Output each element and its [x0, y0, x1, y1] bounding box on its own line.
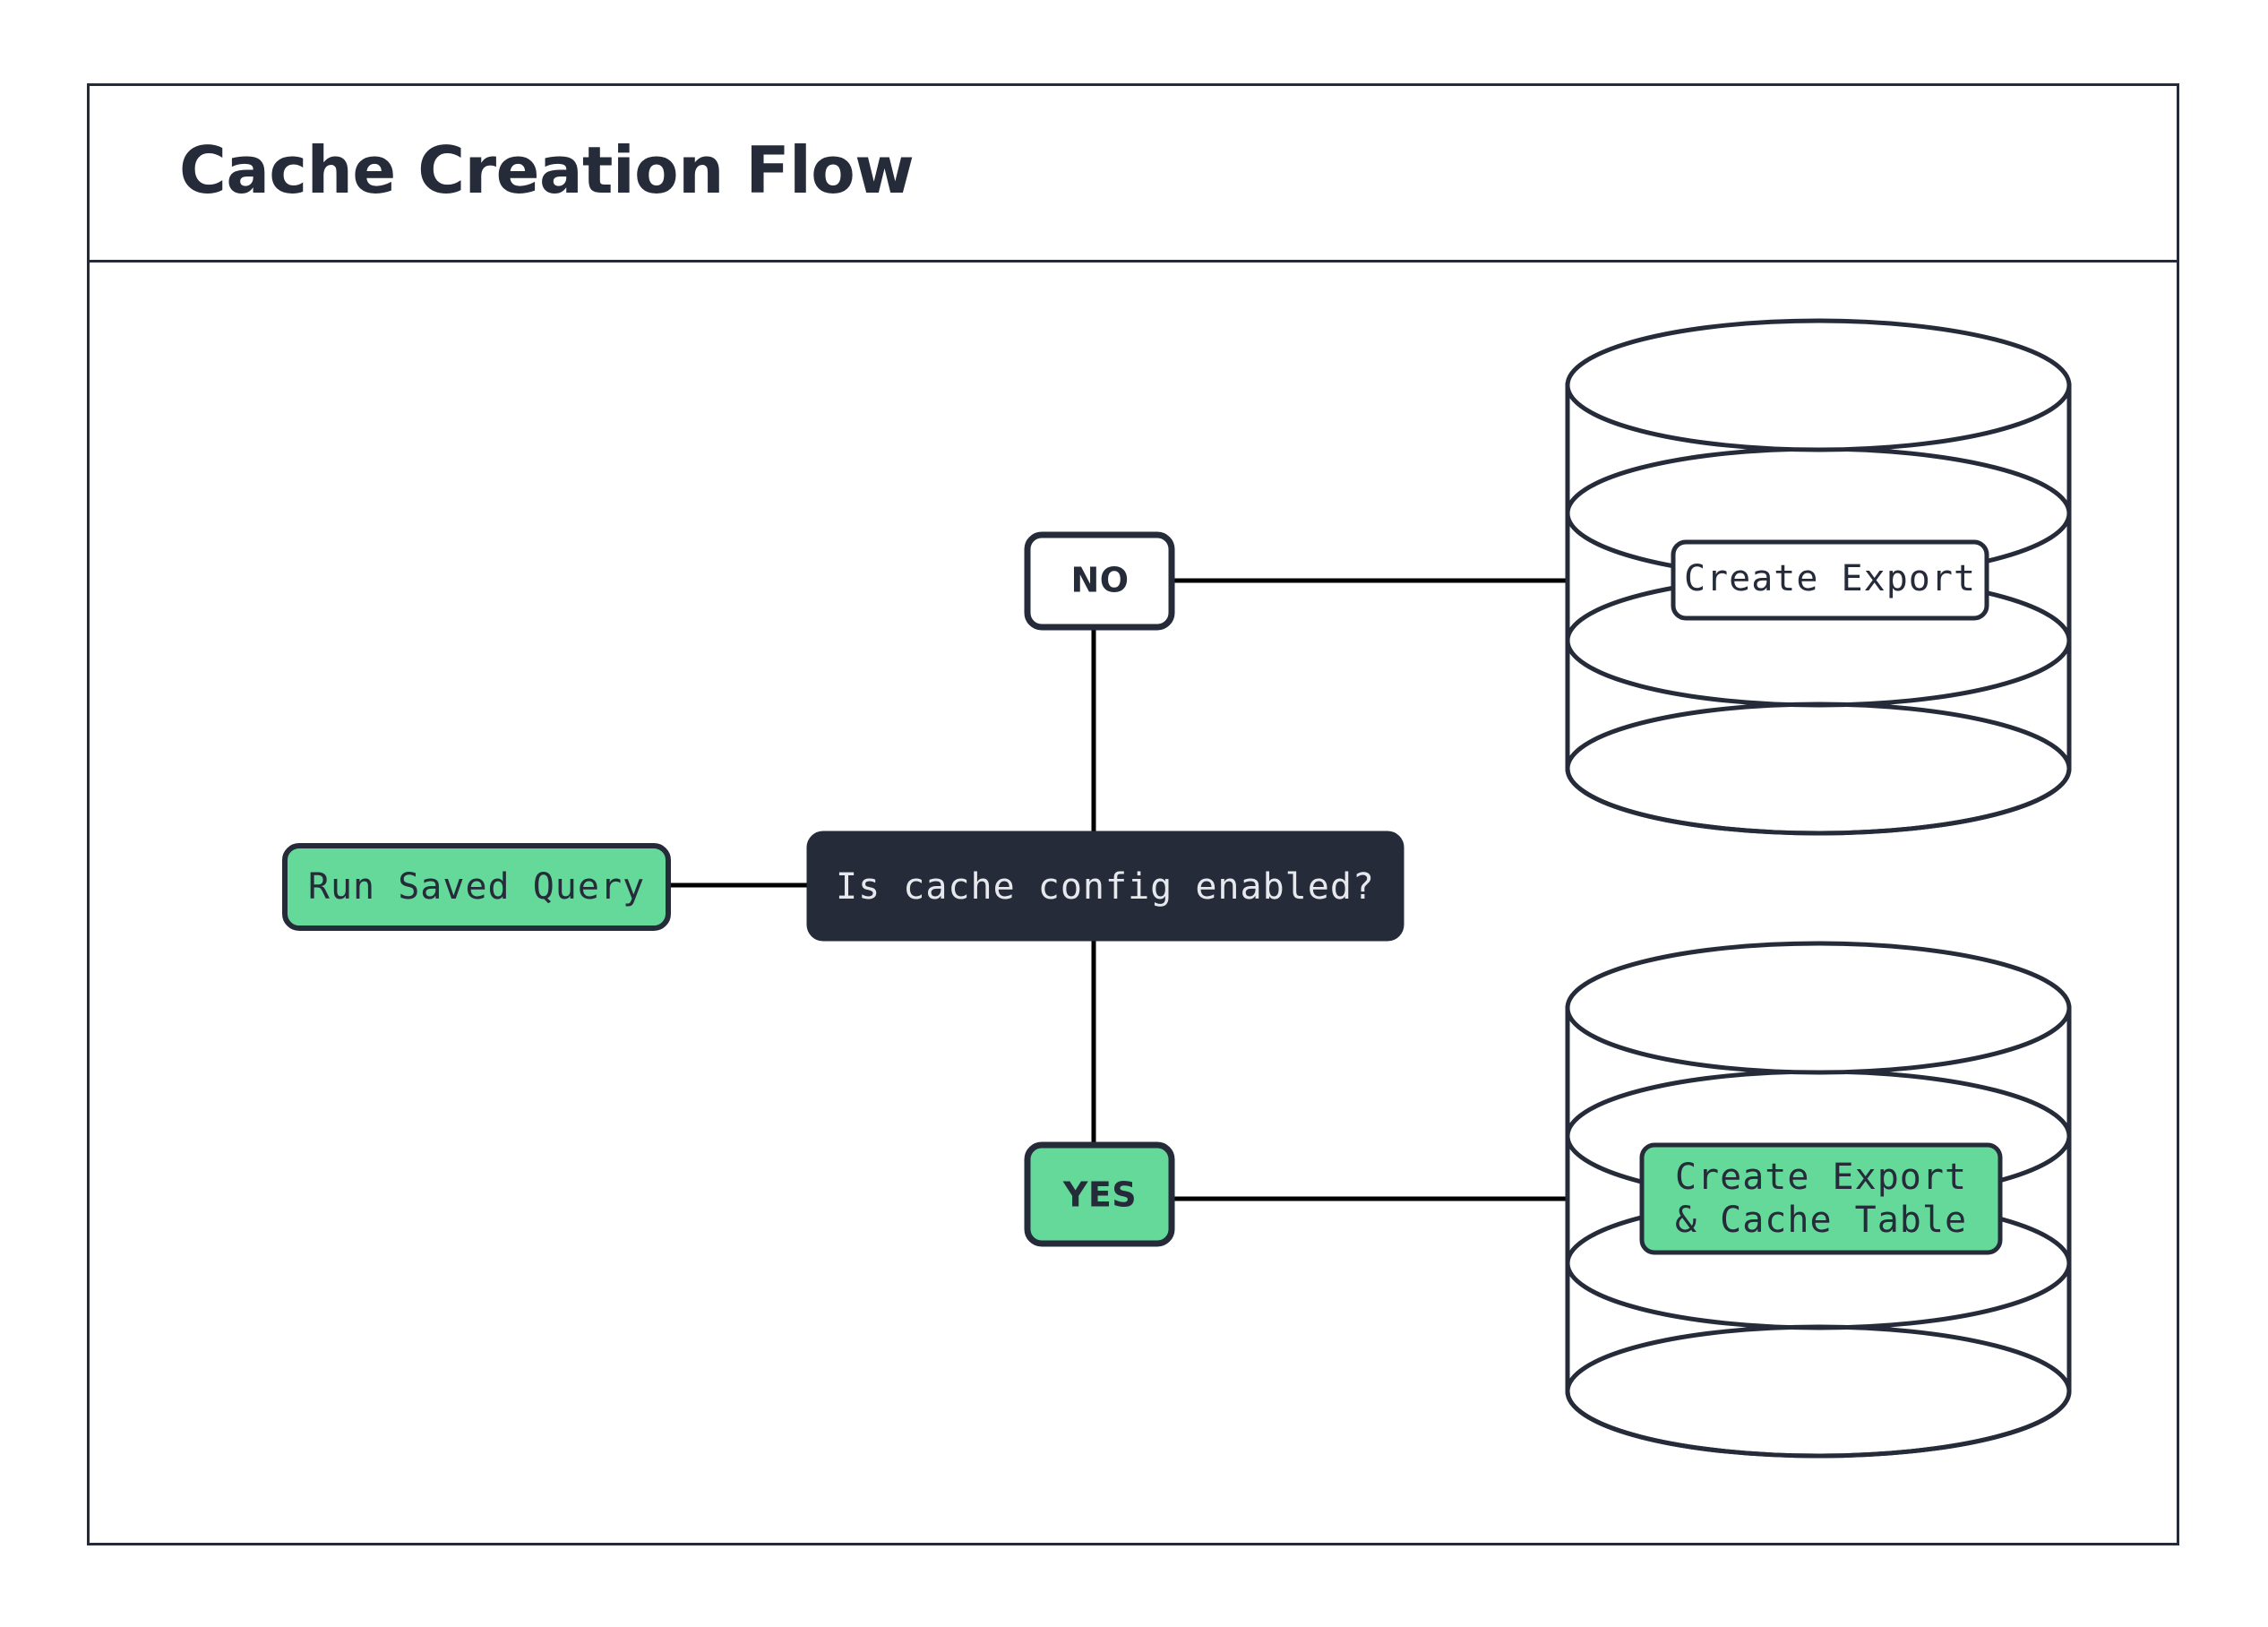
- diagram-title-bar: Cache Creation Flow: [90, 86, 2177, 263]
- diagram-title: Cache Creation Flow: [179, 133, 915, 208]
- diagram-frame: Cache Creation Flow: [87, 83, 2179, 1545]
